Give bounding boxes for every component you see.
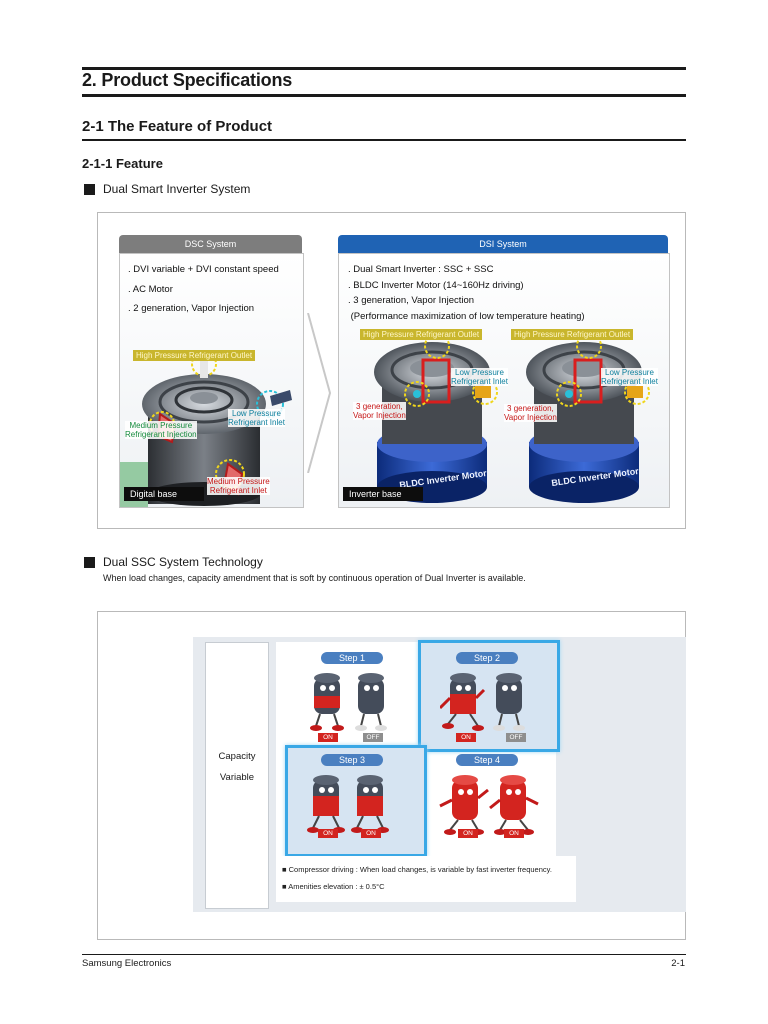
dsi-feature-4: (Performance maximization of low tempera…: [348, 310, 585, 322]
dsc-low-pressure-line1: Low Pressure: [232, 409, 281, 418]
dual-ssc-figure: Capacity Variable Step 1 ♪ ON OFF Step 2: [97, 611, 686, 940]
subsection-title: 2-1 The Feature of Product: [82, 118, 273, 135]
step-3-right-state: ON: [361, 829, 381, 838]
footer-rule: [82, 954, 686, 955]
dsi-features: . Dual Smart Inverter : SSC + SSC . BLDC…: [348, 262, 585, 324]
step-4-label: Step 4: [456, 754, 518, 766]
step-3-label: Step 3: [321, 754, 383, 766]
dsi-feature-3: . 3 generation, Vapor Injection: [348, 295, 475, 306]
dsc-digital-base-label: Digital base: [124, 487, 204, 501]
step-4-right-state: ON: [504, 829, 524, 838]
dsc-medium-injection-line1: Medium Pressure: [129, 421, 193, 430]
dsc-medium-inlet-line2: Refrigerant Inlet: [209, 486, 267, 495]
dsc-medium-inlet-line1: Medium Pressure: [207, 477, 270, 486]
dsc-medium-injection-label: Medium Pressure Refrigerant Injection: [125, 421, 197, 439]
variable-label: Variable: [219, 772, 255, 783]
dsi-vapor-left-line1: 3 generation,: [356, 402, 403, 411]
dsi-compressor-illustration-right: [526, 333, 650, 503]
dual-ssc-description: When load changes, capacity amendment th…: [103, 573, 526, 583]
dsi-low-pressure-left-line2: Refrigerant Inlet: [451, 377, 508, 386]
chevron-right-icon: [307, 313, 332, 473]
step-4-compressors: [439, 775, 539, 835]
capacity-variable-label: Capacity Variable: [206, 746, 268, 788]
dsi-vapor-right-line1: 3 generation,: [507, 404, 554, 413]
dsi-feature-2: . BLDC Inverter Motor (14~160Hz driving): [348, 279, 524, 291]
dsc-feature-3: . 2 generation, Vapor Injection: [128, 303, 255, 314]
dsi-high-pressure-tag-right: High Pressure Refrigerant Outlet: [511, 329, 634, 340]
subsubsection-title: 2-1-1 Feature: [82, 156, 163, 171]
step-4-left-state: ON: [458, 829, 478, 838]
section-title: 2. Product Specifications: [82, 70, 293, 90]
top-rule: [82, 67, 686, 70]
dsc-high-pressure-tag: High Pressure Refrigerant Outlet: [133, 350, 256, 361]
dsi-low-pressure-left-line1: Low Pressure: [455, 368, 504, 377]
step-1-right-state: OFF: [363, 733, 383, 742]
note-compressor-driving: ■ Compressor driving : When load changes…: [282, 865, 552, 874]
dsc-low-pressure-label: Low Pressure Refrigerant Inlet: [228, 409, 285, 427]
step-3-compressors: [307, 775, 389, 833]
dsc-header: DSC System: [119, 235, 302, 253]
step-2-right-state: OFF: [506, 733, 526, 742]
dsi-inverter-base-label: Inverter base: [343, 487, 423, 501]
dual-smart-figure: DSC System . DVI variable + DVI constant…: [97, 212, 686, 529]
dsi-low-pressure-right-line2: Refrigerant Inlet: [601, 377, 658, 386]
dsi-low-pressure-label-right: Low Pressure Refrigerant Inlet: [601, 368, 658, 386]
step-3-left-state: ON: [318, 829, 338, 838]
dsc-medium-injection-line2: Refrigerant Injection: [125, 430, 197, 439]
subsection-rule: [82, 139, 686, 141]
bullet-square-icon: [84, 184, 95, 195]
dsi-feature-1: . Dual Smart Inverter : SSC + SSC: [348, 264, 494, 275]
dsi-vapor-injection-label-left: 3 generation, Vapor Injection: [353, 402, 406, 420]
dsi-header: DSI System: [338, 235, 668, 253]
dsi-vapor-injection-label-right: 3 generation, Vapor Injection: [504, 404, 557, 422]
dsc-panel: . DVI variable + DVI constant speed . AC…: [119, 253, 304, 508]
dsc-low-pressure-line2: Refrigerant Inlet: [228, 418, 285, 427]
step-1-left-state: ON: [318, 733, 338, 742]
footer-page-number: 2-1: [671, 958, 685, 969]
dsi-low-pressure-right-line1: Low Pressure: [605, 368, 654, 377]
dsi-panel: . Dual Smart Inverter : SSC + SSC . BLDC…: [338, 253, 670, 508]
notes-box: [276, 856, 576, 902]
step-2-label: Step 2: [456, 652, 518, 664]
dsi-vapor-left-line2: Vapor Injection: [353, 411, 406, 420]
dsc-feature-2: . AC Motor: [128, 283, 173, 295]
bullet-dual-ssc-title: Dual SSC System Technology: [103, 555, 263, 569]
step-2-compressors: [440, 673, 525, 731]
step-2-left-state: ON: [456, 733, 476, 742]
dsi-high-pressure-tag-left: High Pressure Refrigerant Outlet: [360, 329, 483, 340]
dsc-feature-1: . DVI variable + DVI constant speed: [128, 264, 279, 275]
dsc-features: . DVI variable + DVI constant speed . AC…: [128, 262, 279, 317]
dsi-vapor-right-line2: Vapor Injection: [504, 413, 557, 422]
dsc-medium-inlet-label: Medium Pressure Refrigerant Inlet: [207, 477, 270, 495]
capacity-variable-column: Capacity Variable: [205, 642, 269, 909]
section-title-rule: [82, 94, 686, 97]
step-1-label: Step 1: [321, 652, 383, 664]
bullet-square-icon: [84, 557, 95, 568]
step-1-compressors: ♪: [310, 673, 387, 731]
capacity-label: Capacity: [218, 751, 256, 762]
dsi-low-pressure-label-left: Low Pressure Refrigerant Inlet: [451, 368, 508, 386]
footer-company: Samsung Electronics: [82, 958, 172, 969]
note-amenities-elevation: ■ Amenities elevation : ± 0.5°C: [282, 882, 385, 891]
bullet-dual-smart-title: Dual Smart Inverter System: [103, 182, 251, 196]
